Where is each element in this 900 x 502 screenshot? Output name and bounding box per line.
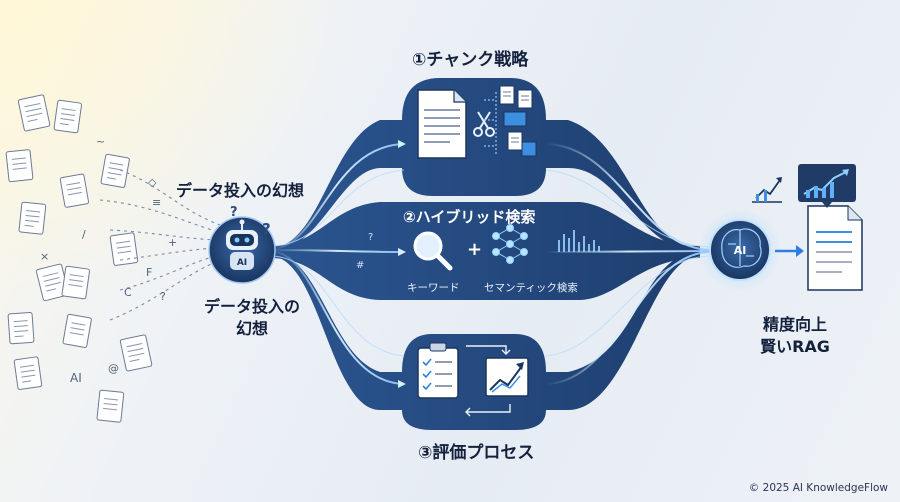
result-document-icon bbox=[807, 205, 863, 291]
svg-text:+: + bbox=[168, 236, 177, 249]
svg-text:F: F bbox=[146, 266, 152, 279]
growth-chart-icon bbox=[485, 357, 529, 397]
result-caption-line2: 賢いRAG bbox=[760, 337, 830, 356]
signal-bars bbox=[558, 230, 600, 252]
semantic-search-label: セマンティック検索 bbox=[484, 282, 578, 294]
svg-text:/: / bbox=[82, 228, 86, 241]
evaluation-process-title: ③評価プロセス bbox=[418, 443, 535, 463]
svg-text:#: # bbox=[356, 260, 364, 271]
svg-text:?: ? bbox=[230, 205, 238, 220]
question-marks: ? ? bbox=[230, 205, 271, 238]
brain-ai-badge: AI bbox=[734, 244, 747, 257]
robot-ai-badge: AI bbox=[237, 258, 247, 268]
svg-text:~: ~ bbox=[96, 135, 105, 148]
svg-text:?: ? bbox=[262, 220, 271, 238]
brain-ai-icon: AI bbox=[698, 208, 782, 292]
svg-text:@: @ bbox=[108, 362, 119, 375]
robot-caption-line2: 幻想 bbox=[235, 319, 268, 338]
svg-text:?: ? bbox=[160, 290, 166, 303]
svg-text:◇: ◇ bbox=[148, 176, 157, 189]
robot-caption: データ投入の 幻想 bbox=[190, 296, 314, 340]
result-caption-line1: 精度向上 bbox=[762, 315, 827, 334]
chunk-strategy-panel bbox=[417, 85, 537, 159]
chunk-document-icons bbox=[499, 85, 537, 157]
flow-lines bbox=[269, 143, 713, 385]
robot-caption-line1: データ投入の bbox=[203, 297, 300, 316]
neural-network-icon bbox=[492, 224, 528, 264]
incoming-streams bbox=[99, 169, 223, 321]
hybrid-search-panel bbox=[413, 224, 528, 271]
scattered-documents bbox=[5, 94, 153, 423]
svg-text:?: ? bbox=[368, 232, 373, 243]
checklist-icon bbox=[417, 342, 459, 399]
result-caption: 精度向上 賢いRAG bbox=[750, 314, 840, 358]
svg-text:≡: ≡ bbox=[152, 196, 161, 209]
evaluation-panel bbox=[417, 342, 529, 417]
band-glyphs: ?# bbox=[356, 232, 373, 271]
monitor-chart-icon bbox=[798, 164, 856, 208]
robot-icon: AI bbox=[208, 216, 276, 284]
chunk-connector bbox=[484, 92, 497, 154]
hybrid-search-title: ②ハイブリッド検索 bbox=[403, 208, 536, 226]
flow-arrowheads bbox=[398, 140, 406, 388]
svg-text:C: C bbox=[124, 286, 132, 299]
flow-lines-thin bbox=[269, 169, 713, 357]
output-arrow bbox=[775, 245, 804, 257]
chunk-strategy-title: ①チャンク戦略 bbox=[412, 50, 529, 70]
left-heading: データ投入の幻想 bbox=[176, 181, 305, 200]
small-chart-icon bbox=[752, 177, 782, 203]
scattered-ai-text: AI bbox=[70, 371, 82, 385]
cycle-arrows bbox=[465, 345, 511, 417]
large-document-icon bbox=[417, 89, 467, 159]
magnifier-icon bbox=[413, 231, 453, 271]
pipeline-bands bbox=[270, 78, 700, 430]
plus-sign: + bbox=[467, 239, 483, 260]
svg-text:×: × bbox=[40, 250, 49, 263]
keyword-label: キーワード bbox=[407, 282, 460, 294]
copyright-footer: © 2025 AI KnowledgeFlow bbox=[748, 482, 888, 494]
scattered-fragments: ◇ ≡ × + C F @? / ~ bbox=[40, 135, 177, 375]
